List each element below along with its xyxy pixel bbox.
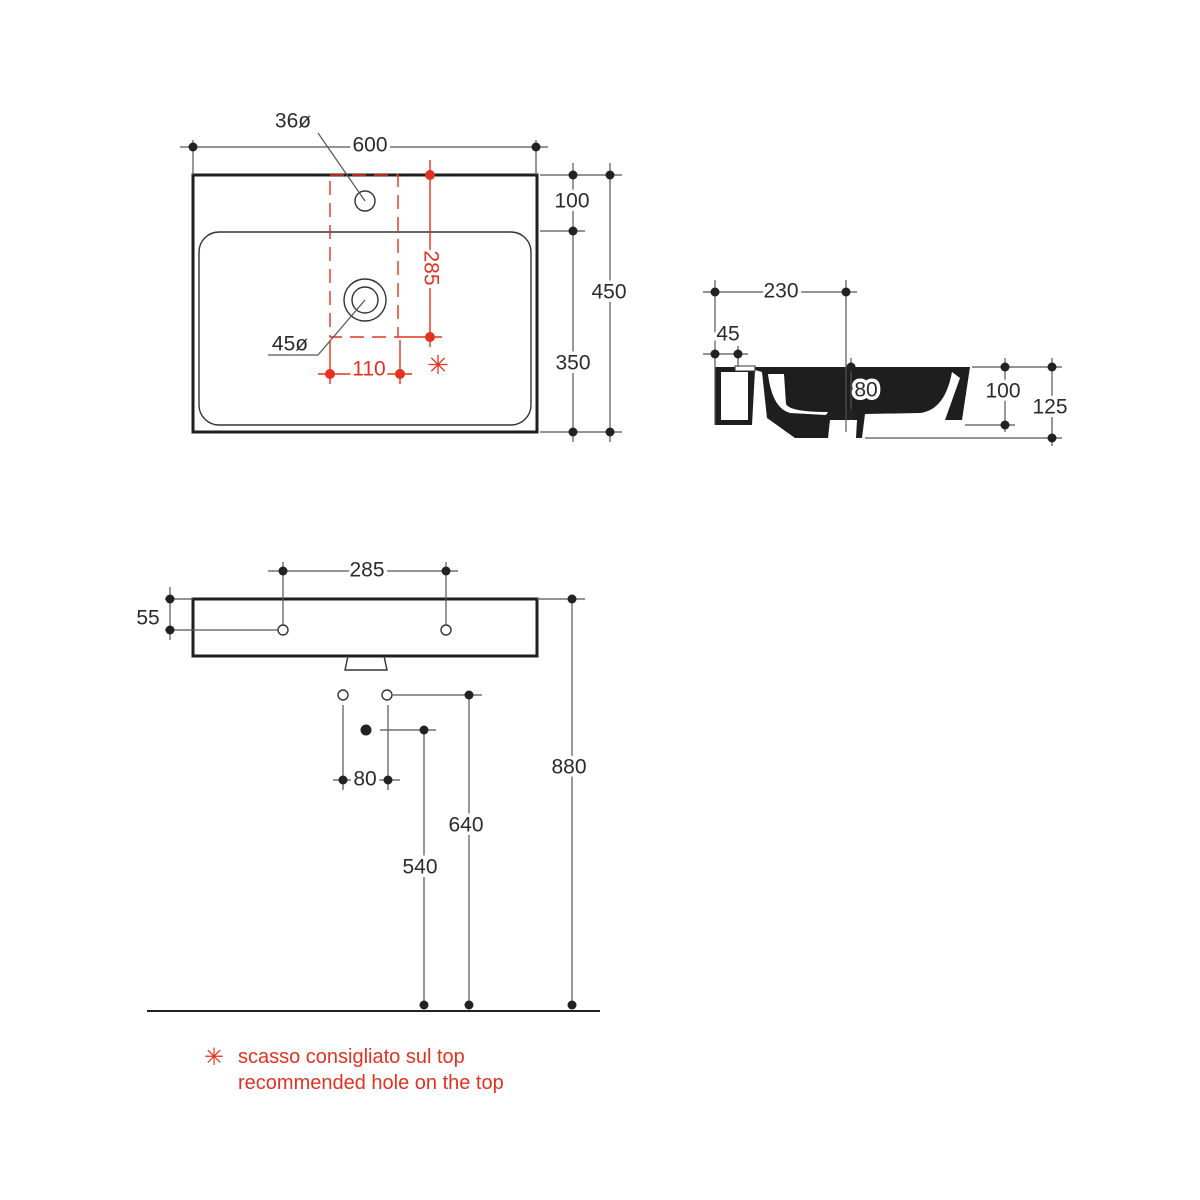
tap-hole <box>354 190 376 212</box>
waste-outlet <box>360 724 372 736</box>
asterisk-icon: ✳ <box>427 350 449 380</box>
width-label: 600 <box>352 134 387 157</box>
recess-length-label: 285 <box>419 250 442 285</box>
drain-label: 45ø <box>272 333 308 356</box>
rim-height-label: 100 <box>985 380 1020 403</box>
recess-outline <box>329 174 399 338</box>
side-depth-label: 230 <box>763 280 798 303</box>
total-height-label: 125 <box>1032 396 1067 419</box>
supply-left <box>337 689 349 701</box>
drain-outer <box>343 278 387 322</box>
back-rim-label: 100 <box>554 190 589 213</box>
recess-width-label: 110 <box>352 358 385 381</box>
bracket-height-label: 55 <box>136 607 159 630</box>
side-section <box>715 367 970 438</box>
depth-label: 450 <box>591 281 626 304</box>
tap-ledge-label: 45 <box>716 323 739 346</box>
waste-height-label: 540 <box>402 856 437 879</box>
front-outline <box>191 597 539 658</box>
bracket-spacing-label: 285 <box>349 559 384 582</box>
legend-text-it: scasso consigliato sul top <box>238 1046 465 1068</box>
legend: ✳ scasso consigliato sul top recommended… <box>204 1044 504 1094</box>
plan-view: 36ø 45ø 600 100 350 450 285 110 ✳ <box>180 106 630 442</box>
drain-inner <box>351 286 379 314</box>
basin-outline <box>191 173 539 434</box>
siphon <box>344 655 388 671</box>
side-view: 230 45 80 100 125 <box>703 276 1071 446</box>
supply-right <box>381 689 393 701</box>
tap-hole-label: 36ø <box>275 110 311 133</box>
supply-spacing-label: 80 <box>353 768 376 791</box>
basin-bowl <box>198 231 532 426</box>
legend-text-en: recommended hole on the top <box>238 1072 504 1094</box>
front-view: 285 55 80 640 540 880 <box>133 555 600 1012</box>
legend-asterisk-icon: ✳ <box>204 1044 224 1071</box>
bowl-depth-label: 350 <box>555 352 590 375</box>
supply-height-label: 640 <box>448 814 483 837</box>
bowl-depth-side-label: 80 <box>854 379 877 402</box>
top-height-label: 880 <box>551 756 586 779</box>
